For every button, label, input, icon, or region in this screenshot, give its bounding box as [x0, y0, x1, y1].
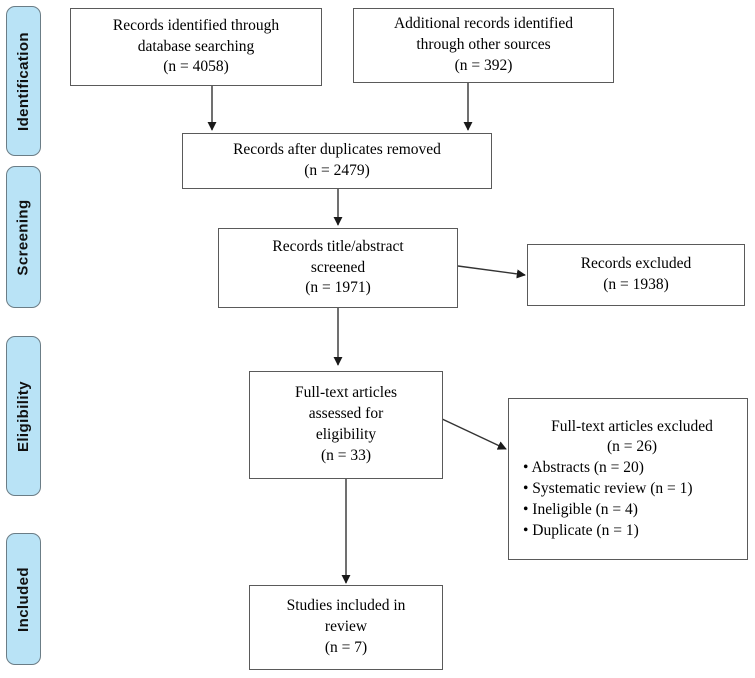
box-fulltext-excluded-reason-systematic-review: • Systematic review (n = 1)	[523, 480, 693, 497]
box-additional-records-count: (n = 392)	[454, 56, 513, 74]
box-fulltext-assessed-line3: eligibility	[315, 426, 377, 443]
box-duplicates-removed-line1: Records after duplicates removed	[233, 141, 441, 159]
box-records-screened-count: (n = 1971)	[305, 279, 371, 297]
stage-label-identification: Identification	[6, 6, 41, 156]
box-studies-included-line2: review	[324, 618, 368, 636]
box-fulltext-excluded-reason-duplicate: • Duplicate (n = 1)	[523, 521, 639, 539]
box-fulltext-excluded-reason-ineligible: • Ineligible (n = 4)	[523, 500, 638, 518]
box-fulltext-assessed-line1: Full-text articles	[294, 384, 397, 402]
box-additional-records-other-sources: Additional records identified through ot…	[353, 8, 614, 83]
box-records-screened-line2: screened	[310, 258, 366, 276]
box-records-identified-database-count: (n = 4058)	[163, 58, 229, 76]
stage-label-eligibility-text: Eligibility	[15, 380, 33, 452]
stage-label-screening: Screening	[6, 166, 41, 308]
stage-label-identification-text: Identification	[15, 31, 32, 131]
box-records-excluded-count: (n = 1938)	[603, 276, 669, 293]
edge-fulltext-to-fulltext-excluded	[439, 417, 507, 450]
box-fulltext-excluded-line1: Full-text articles excluded	[551, 417, 713, 435]
box-fulltext-excluded-count: (n = 26)	[606, 438, 658, 456]
edge-screened-to-records-excluded	[457, 265, 526, 279]
box-records-excluded-line1: Records excluded	[580, 255, 692, 273]
box-records-screened-line1: Records title/abstract	[272, 237, 404, 255]
box-records-screened: Records title/abstract screened (n = 197…	[218, 228, 458, 308]
box-studies-included: Studies included in review (n = 7)	[249, 585, 443, 670]
box-fulltext-excluded: Full-text articles excluded (n = 26) • A…	[508, 398, 748, 560]
box-records-identified-database: Records identified through database sear…	[70, 8, 322, 86]
box-studies-included-count: (n = 7)	[324, 638, 368, 656]
box-records-excluded: Records excluded (n = 1938)	[527, 244, 745, 306]
stage-label-eligibility: Eligibility	[6, 336, 41, 496]
box-fulltext-assessed-count: (n = 33)	[320, 446, 372, 464]
box-fulltext-assessed: Full-text articles assessed for eligibil…	[249, 371, 443, 479]
box-fulltext-assessed-line2: assessed for	[308, 405, 384, 423]
box-additional-records-line2: through other sources	[416, 36, 551, 54]
box-records-identified-database-line1: Records identified through	[112, 16, 280, 34]
box-additional-records-line1: Additional records identified	[393, 15, 574, 33]
stage-label-included: Included	[6, 533, 41, 665]
box-fulltext-excluded-reason-abstracts: • Abstracts (n = 20)	[523, 459, 644, 477]
stage-label-screening-text: Screening	[15, 198, 32, 276]
box-records-after-duplicates-removed: Records after duplicates removed (n = 24…	[182, 133, 492, 189]
box-records-identified-database-line2: database searching	[137, 37, 255, 55]
box-duplicates-removed-count: (n = 2479)	[304, 162, 370, 179]
stage-label-included-text: Included	[15, 566, 32, 632]
box-studies-included-line1: Studies included in	[286, 597, 406, 615]
